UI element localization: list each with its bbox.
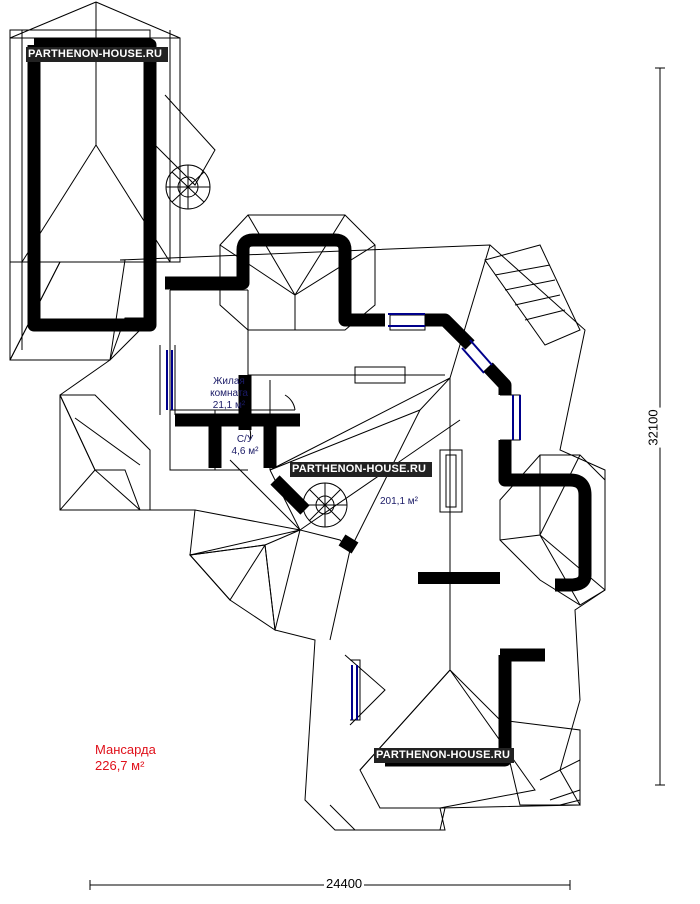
width-dimension: 24400 — [324, 876, 365, 891]
bathroom-name: С/У — [236, 434, 254, 445]
living-room-name-line2: комната — [210, 388, 248, 399]
watermark-text-bottom: PARTHENON-HOUSE.RU — [376, 749, 511, 761]
exterior-walls — [27, 38, 592, 767]
living-room-label: Жилая комната 21,1 м² — [200, 376, 258, 412]
watermark-box-top — [26, 47, 168, 62]
roof-outlines — [9, 1, 606, 831]
windows — [166, 313, 521, 720]
bathroom-label: С/У 4,6 м² — [222, 434, 268, 458]
bathroom-area: 4,6 м² — [231, 446, 259, 457]
spiral-stair — [302, 482, 348, 528]
watermark-text-mid: PARTHENON-HOUSE.RU — [292, 463, 427, 475]
floor-area: 226,7 м² — [95, 758, 145, 773]
living-room-name: Жилая — [213, 376, 245, 387]
hall-area-label: 201,1 м² — [379, 496, 418, 507]
watermark-text-top: PARTHENON-HOUSE.RU — [28, 48, 163, 60]
floor-label: Мансарда 226,7 м² — [95, 742, 156, 774]
floor-name: Мансарда — [95, 742, 156, 757]
height-dimension: 32100 — [645, 407, 661, 448]
living-room-area: 21,1 м² — [212, 400, 246, 411]
watermark-box-mid — [290, 462, 432, 477]
partition-bars — [418, 572, 500, 584]
watermark-box-bottom — [374, 748, 514, 763]
